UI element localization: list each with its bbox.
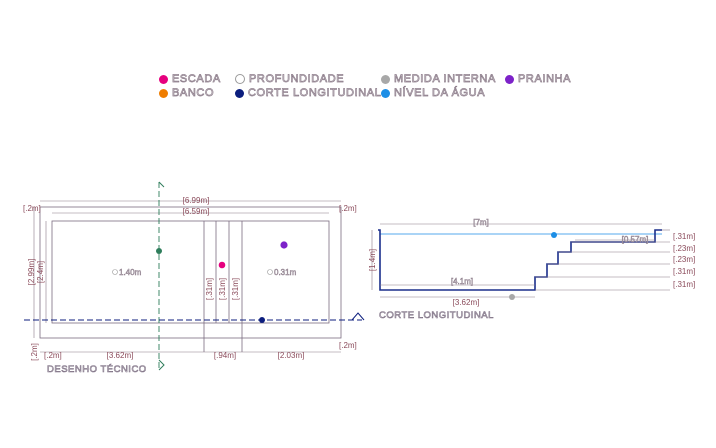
dim-border-bl-h: [.2m] xyxy=(44,351,62,360)
profundidade-marker-icon xyxy=(235,74,245,84)
dim-border-tl: [.2m] xyxy=(23,204,41,213)
section-title: CORTE LONGITUDINAL xyxy=(379,310,494,321)
legend-corte-longitudinal-label: CORTE LONGITUDINAL xyxy=(248,87,382,100)
legend-profundidade: PROFUNDIDADE xyxy=(235,73,344,85)
legend-profundidade-label: PROFUNDIDADE xyxy=(249,73,345,86)
legend-corte-longitudinal: CORTE LONGITUDINAL xyxy=(235,87,381,99)
dim-bottom-mid: [.94m] xyxy=(214,351,236,360)
depth-marker-right xyxy=(267,269,273,275)
legend-banco: BANCO xyxy=(159,87,214,99)
dim-step-3: [.31m] xyxy=(231,278,240,300)
plan-dim-lines xyxy=(33,200,341,353)
prainha-marker-icon xyxy=(505,74,514,84)
prainha-marker xyxy=(280,241,288,249)
dim-inner-width: [6.59m] xyxy=(183,207,210,216)
dim-border-tr: [.2m] xyxy=(339,204,357,213)
dim-bottom-right: [2.03m] xyxy=(278,351,305,360)
dim-rise-5: [.31m] xyxy=(673,280,695,289)
depth-right-label: 0.31m xyxy=(274,268,297,277)
dim-prainha-len: [0.57m] xyxy=(622,235,649,244)
legend-medida-interna: MEDIDA INTERNA xyxy=(381,73,496,85)
dim-step-1: [.31m] xyxy=(205,278,214,300)
arrow-up-icon xyxy=(351,312,365,321)
section-origin-marker xyxy=(156,248,162,254)
pool-plan xyxy=(39,206,342,352)
dim-height-inner: [2.4m] xyxy=(36,261,45,283)
dim-step-2: [.31m] xyxy=(218,278,227,300)
corte-longitudinal-marker-icon xyxy=(235,88,244,98)
pool-section xyxy=(371,223,670,300)
nivel-agua-marker-icon xyxy=(381,88,390,98)
legend-banco-label: BANCO xyxy=(172,87,215,100)
dim-border-bl-v: [.2m] xyxy=(30,343,39,361)
escada-marker-icon xyxy=(159,74,168,84)
dim-total-width: [6.99m] xyxy=(183,196,210,205)
legend-prainha-label: PRAINHA xyxy=(518,73,572,86)
dim-depth: [1.4m] xyxy=(368,249,377,271)
legend-escada: ESCADA xyxy=(159,73,221,85)
corte-marker xyxy=(259,317,265,323)
dim-height-outer: [2.99m] xyxy=(27,259,36,286)
plan-caption: DESENHO TÉCNICO xyxy=(47,364,147,375)
pool-profile xyxy=(378,229,662,291)
legend-nivel-agua-label: NÍVEL DA ÁGUA xyxy=(394,87,486,100)
plan-pool-inner xyxy=(51,220,330,324)
legend-escada-label: ESCADA xyxy=(172,73,221,86)
depth-left-label: 1.40m xyxy=(119,268,142,277)
dim-rise-3: [.23m] xyxy=(673,255,695,264)
medida-interna-marker xyxy=(509,294,515,300)
dim-bottom-left: [3.62m] xyxy=(107,351,134,360)
nivel-agua-marker xyxy=(551,232,557,238)
dim-border-br: [.2m] xyxy=(339,341,357,350)
dim-water-len: [7m] xyxy=(473,218,489,227)
dim-rise-1: [.31m] xyxy=(673,232,695,241)
medida-interna-marker-icon xyxy=(381,74,390,84)
dim-rise-4: [.31m] xyxy=(673,267,695,276)
dim-rise-2: [.23m] xyxy=(673,244,695,253)
legend-medida-interna-label: MEDIDA INTERNA xyxy=(394,73,496,86)
legend-nivel-agua: NÍVEL DA ÁGUA xyxy=(381,87,485,99)
legend-prainha: PRAINHA xyxy=(505,73,571,85)
dim-bottom-len: [3.62m] xyxy=(453,298,480,307)
banco-marker-icon xyxy=(159,88,168,98)
depth-marker-left xyxy=(112,269,118,275)
dim-floor-len: [4.1m] xyxy=(451,277,473,286)
arrow-down-icon xyxy=(158,359,165,371)
plan-outer-border xyxy=(39,206,342,339)
escada-marker xyxy=(218,261,226,269)
corte-longitudinal-line xyxy=(24,312,365,323)
cross-section-line-vertical xyxy=(156,181,165,371)
